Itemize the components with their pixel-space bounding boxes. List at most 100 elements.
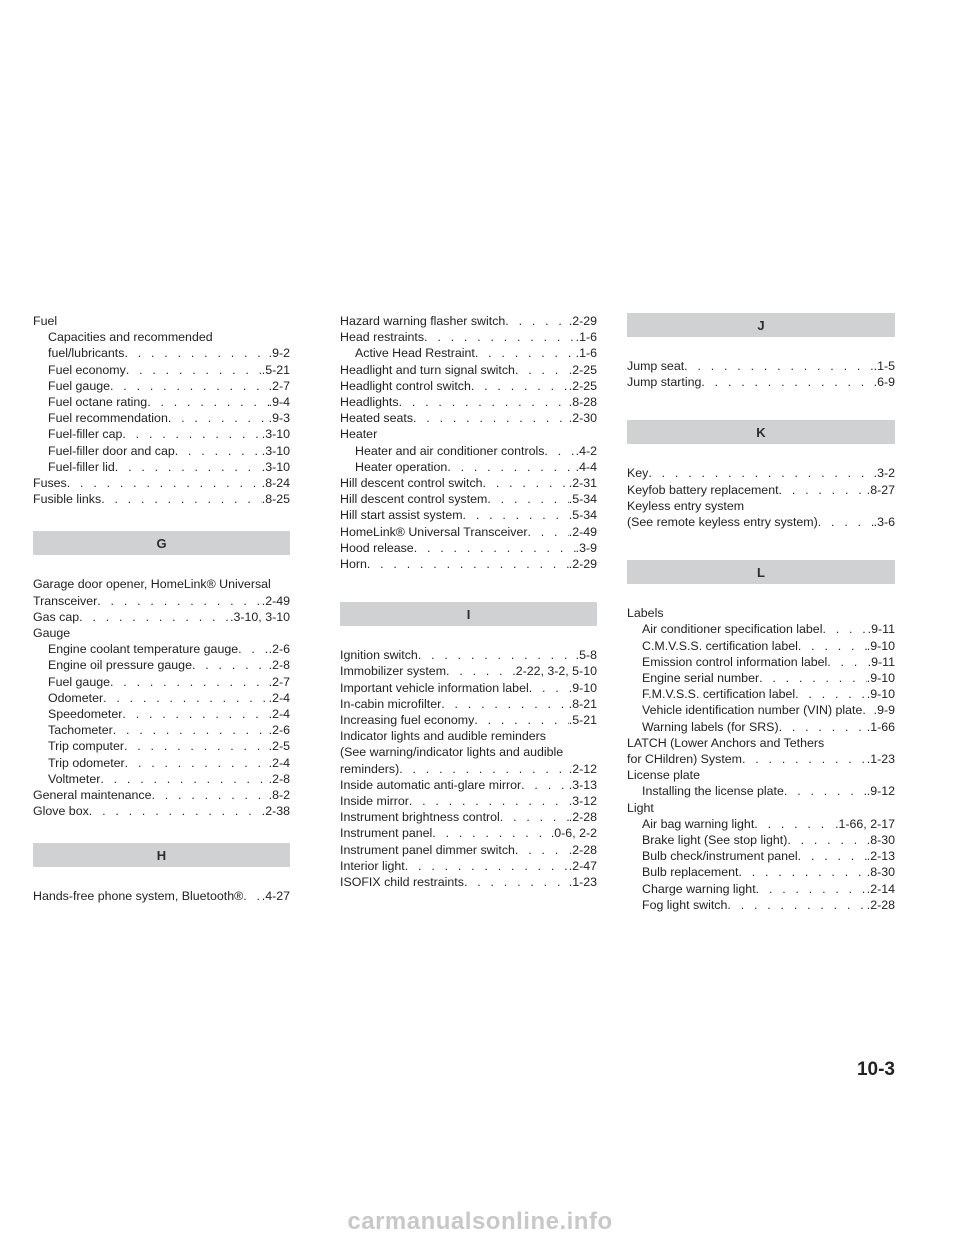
leader-dots — [175, 443, 262, 459]
index-subentry: Air bag warning light.1-66, 2-17 — [627, 816, 895, 832]
index-heading: Fuel — [33, 314, 58, 328]
index-subentry: Engine coolant temperature gauge.2-6 — [33, 641, 290, 657]
page-ref: .8-30 — [866, 865, 895, 880]
page-ref: .1-6 — [575, 330, 597, 345]
leader-dots — [521, 777, 569, 793]
leader-dots — [784, 783, 867, 799]
entry-label: Jump seat — [627, 359, 685, 373]
index-subentry: Bulb check/instrument panel .2-13 — [627, 848, 895, 864]
entry-label: In-cabin microfilter — [340, 696, 442, 711]
leader-dots — [405, 858, 569, 874]
index-heading: Labels — [627, 606, 664, 621]
page-ref: .9-3 — [268, 411, 290, 426]
index-subentry: Fuel-filler lid.3-10 — [33, 459, 290, 475]
page-ref: .5-34 — [568, 508, 597, 523]
leader-dots — [822, 621, 867, 637]
leader-dots — [399, 761, 569, 777]
entry-label: Heater operation — [355, 459, 448, 474]
watermark[interactable]: carmanualsonline.info — [0, 1202, 960, 1242]
entry-label: Headlights — [340, 395, 399, 410]
entry-label: ISOFIX child restraints — [340, 875, 464, 890]
entry-label: Fuel-filler cap — [48, 427, 123, 442]
index-subentry: Fuel-filler cap.3-10 — [33, 426, 290, 442]
page-ref: .8-21 — [568, 696, 597, 711]
leader-dots — [798, 638, 867, 654]
index-heading: Light — [627, 800, 654, 815]
page-ref: .0-6, 2-2 — [550, 826, 597, 841]
index-entry: Hill start assist system .5-34 — [340, 507, 597, 523]
page-ref: .9-2 — [268, 346, 290, 361]
entry-label: Immobilizer system — [340, 664, 447, 679]
index-subentry: Fuel gauge.2-7 — [33, 378, 290, 394]
index-entry: In-cabin microfilter .8-21 — [340, 696, 597, 712]
page-ref: .2-12 — [568, 761, 597, 776]
entry-label: Jump starting — [627, 375, 702, 390]
leader-dots — [483, 475, 569, 491]
page-ref: .3-13 — [568, 777, 597, 792]
entry-label: Fuel-filler lid — [48, 459, 115, 474]
entry-label: Hill descent control switch — [340, 476, 483, 491]
index-entry: Inside automatic anti-glare mirror.3-13 — [340, 777, 597, 793]
entry-label: Air conditioner specification label — [642, 622, 823, 637]
entry-label: Air bag warning light — [642, 816, 755, 831]
index-entry: Instrument panel .0-6, 2-2 — [340, 825, 597, 841]
leader-dots — [463, 507, 569, 523]
index-subentry: Warning labels (for SRS).1-66 — [627, 719, 895, 735]
index-entry: Glove box.2-38 — [33, 803, 290, 819]
index-subentry: Heater and air conditioner controls.4-2 — [340, 443, 597, 459]
page-ref: .2-4 — [268, 707, 290, 722]
page-ref: .8-24 — [261, 476, 290, 491]
index-column-2: Hazard warning flasher switch.2-29 Head … — [340, 313, 597, 890]
leader-dots — [487, 491, 568, 507]
page-ref: .9-11 — [867, 622, 895, 637]
index-subentry: Speedometer.2-4 — [33, 706, 290, 722]
index-subentry: Voltmeter.2-8 — [33, 771, 290, 787]
leader-dots — [243, 888, 262, 904]
page-ref: .2-25 — [568, 362, 597, 377]
index-heading: Gauge — [33, 626, 71, 641]
leader-dots — [544, 443, 575, 459]
leader-dots — [409, 793, 569, 809]
entry-label: Headlight and turn signal switch — [340, 362, 515, 377]
leader-dots — [124, 738, 269, 754]
page-ref: .1-6 — [575, 346, 597, 361]
leader-dots — [471, 378, 569, 394]
leader-dots — [684, 358, 873, 374]
page-ref: .2-30 — [568, 411, 597, 426]
index-subentry: Capacities and recommended — [48, 330, 213, 345]
entry-label: Key — [627, 466, 649, 481]
entry-label: Instrument panel — [340, 826, 433, 841]
leader-dots — [862, 702, 873, 718]
entry-label: Glove box — [33, 804, 89, 819]
index-entry: Jump starting.6-9 — [627, 374, 895, 390]
leader-dots — [67, 475, 262, 491]
page-ref: .2-47 — [568, 858, 597, 873]
index-entry: Hazard warning flasher switch.2-29 — [340, 313, 597, 329]
index-entry: Hands-free phone system, Bluetooth®.4-27 — [33, 888, 290, 904]
leader-dots — [418, 647, 576, 663]
leader-dots — [447, 459, 575, 475]
index-subentry: Air conditioner specification label .9-11 — [627, 621, 895, 637]
leader-dots — [505, 313, 568, 329]
entry-label: Instrument brightness control — [340, 810, 500, 825]
leader-dots — [424, 329, 576, 345]
watermark-text[interactable]: carmanualsonline.info — [347, 1208, 613, 1235]
index-subentry: Emission control information label.9-11 — [627, 654, 895, 670]
leader-dots — [475, 345, 576, 361]
entry-label: Hill start assist system — [340, 508, 463, 523]
index-entry: reminders).2-12 — [340, 761, 597, 777]
page-ref: .2-13 — [866, 849, 895, 864]
entry-label: Fuel recommendation — [48, 411, 168, 426]
entry-label: Ignition switch — [340, 648, 418, 663]
entry-label: Bulb check/instrument panel — [642, 849, 798, 864]
index-entry: General maintenance.8-2 — [33, 787, 290, 803]
page-ref: .8-25 — [261, 492, 290, 507]
leader-dots — [727, 897, 866, 913]
index-entry: Key.3-2 — [627, 465, 895, 481]
index-subentry: Brake light (See stop light).8-30 — [627, 832, 895, 848]
page-ref: .9-11 — [867, 654, 895, 669]
page-ref: .8-27 — [866, 482, 895, 497]
index-column-1: Fuel Capacities and recommended fuel/lub… — [33, 313, 290, 905]
page-ref: .2-29 — [568, 557, 597, 572]
page-ref: .2-6 — [268, 723, 290, 738]
